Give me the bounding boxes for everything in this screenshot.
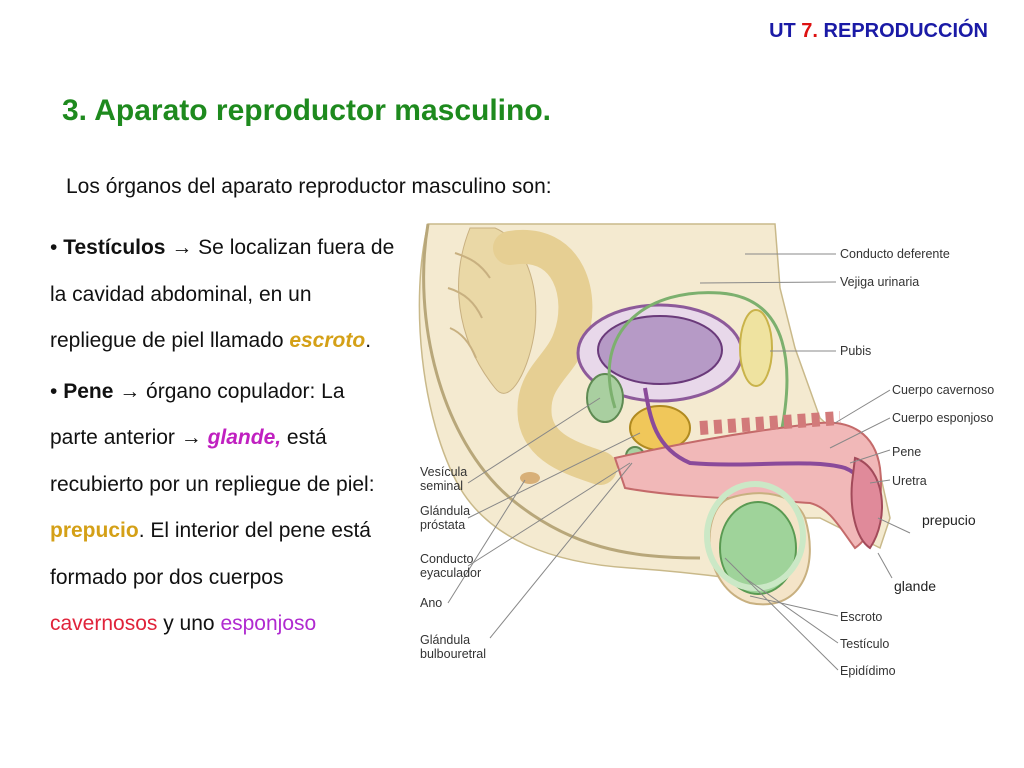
label-cuerpo-cavernoso: Cuerpo cavernoso — [892, 383, 994, 397]
bladder-inner — [597, 315, 723, 385]
term-prepucio: prepucio — [50, 519, 139, 542]
bullet-mark: • — [50, 236, 64, 259]
bullet-list: • Testículos → Se localizan fuera de la … — [50, 225, 395, 648]
label-conducto-deferente: Conducto deferente — [840, 247, 950, 261]
label-uretra: Uretra — [892, 474, 927, 488]
label-vesicula-2: seminal — [420, 479, 463, 493]
label-eyaculador-1: Conducto — [420, 552, 474, 566]
label-vesicula-1: Vesícula — [420, 465, 467, 479]
corpus-cavernosum — [699, 411, 841, 435]
term-glande: glande, — [207, 426, 282, 449]
label-bulbouretral-1: Glándula — [420, 633, 470, 647]
leader-lines — [447, 253, 911, 671]
pene-text-4: y uno — [157, 612, 221, 635]
bullet-pene: • Pene → órgano copulador: La parte ante… — [50, 369, 395, 648]
bullet-mark: • — [50, 379, 64, 403]
label-prepucio: prepucio — [922, 512, 976, 528]
coccyx-lines — [447, 252, 491, 359]
label-escroto: Escroto — [840, 610, 882, 624]
term-testiculos: Testículos — [63, 236, 166, 259]
testis — [719, 501, 797, 595]
label-prostata-1: Glándula — [420, 504, 470, 518]
intro-text: Los órganos del aparato reproductor masc… — [66, 175, 552, 198]
term-pene: Pene — [63, 379, 114, 403]
label-glande: glande — [894, 578, 936, 594]
term-escroto: escroto — [289, 329, 366, 352]
testiculos-end: . — [365, 329, 372, 352]
label-cuerpo-esponjoso: Cuerpo esponjoso — [892, 411, 994, 425]
label-epididimo: Epidídimo — [840, 664, 896, 678]
label-eyaculador-2: eyaculador — [420, 566, 481, 580]
anus — [520, 472, 540, 484]
pubis-bone — [739, 309, 773, 387]
label-pubis: Pubis — [840, 344, 871, 358]
term-esponjoso: esponjoso — [220, 612, 317, 635]
anatomy-diagram: Conducto deferente Vejiga urinaria Pubis… — [418, 223, 994, 678]
testiculos-text: → Se localizan fuera de la cavidad abdom… — [50, 236, 395, 352]
glans — [850, 456, 883, 550]
label-ano: Ano — [420, 596, 442, 610]
unit-prefix: UT — [769, 20, 802, 42]
buttock-curve — [422, 223, 701, 560]
label-bulbouretral-2: bulbouretral — [420, 647, 486, 661]
rectum — [493, 229, 617, 485]
unit-suffix: REPRODUCCIÓN — [817, 20, 988, 42]
pene-text-2: está recubierto por un repliegue de piel… — [50, 426, 375, 496]
unit-number: 7. — [801, 20, 818, 42]
term-cavernosos: cavernosos — [50, 612, 158, 635]
bullet-testiculos: • Testículos → Se localizan fuera de la … — [50, 225, 395, 365]
slide-title: 3. Aparato reproductor masculino. — [62, 94, 551, 127]
label-prostata-2: próstata — [420, 518, 465, 532]
label-pene: Pene — [892, 445, 921, 459]
pene-text-1: → órgano copulador: La parte anterior → — [50, 379, 345, 450]
pene-text-3: . El interior del pene está formado por … — [50, 519, 371, 589]
seminal-vesicle — [586, 373, 624, 423]
label-vejiga: Vejiga urinaria — [840, 275, 919, 289]
label-testiculo: Testículo — [840, 637, 889, 651]
unit-header: UT 7. REPRODUCCIÓN — [769, 20, 988, 43]
